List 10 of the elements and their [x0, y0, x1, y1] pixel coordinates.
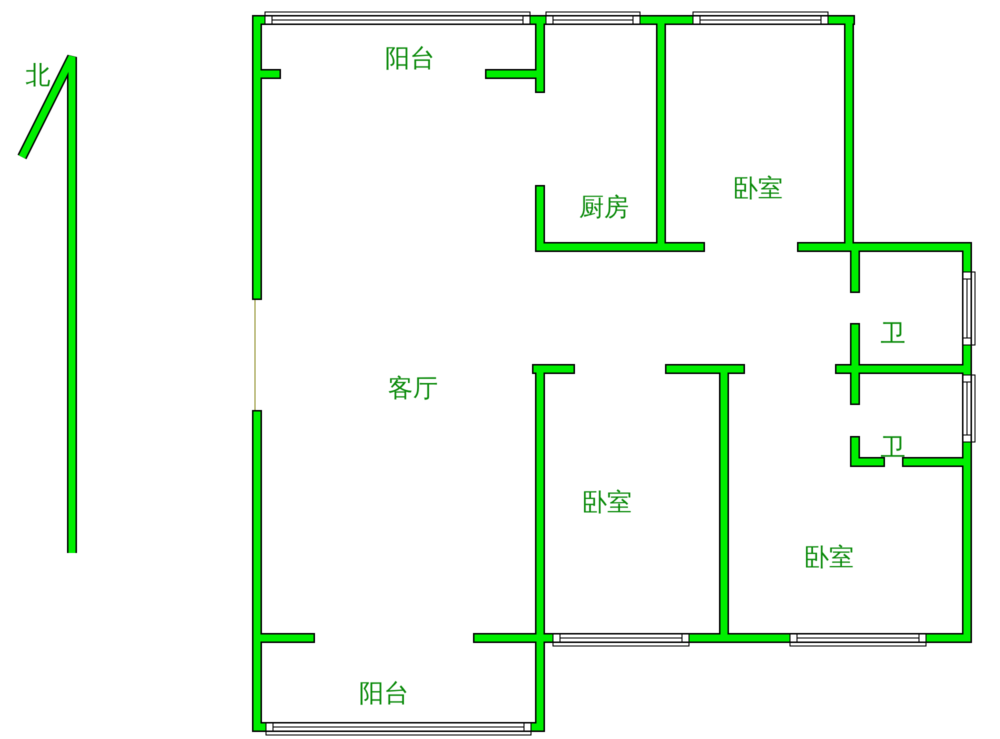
- room-label: 卫: [880, 320, 906, 346]
- room-label: 卫: [880, 434, 906, 460]
- compass-label: 北: [26, 62, 50, 88]
- room-label: 阳台: [385, 46, 435, 70]
- room-label: 阳台: [359, 680, 409, 706]
- room-label: 卧室: [804, 544, 854, 570]
- room-label: 卧室: [733, 176, 783, 200]
- room-label: 客厅: [388, 376, 438, 400]
- room-label: 卧室: [582, 490, 632, 514]
- room-label: 厨房: [579, 194, 629, 220]
